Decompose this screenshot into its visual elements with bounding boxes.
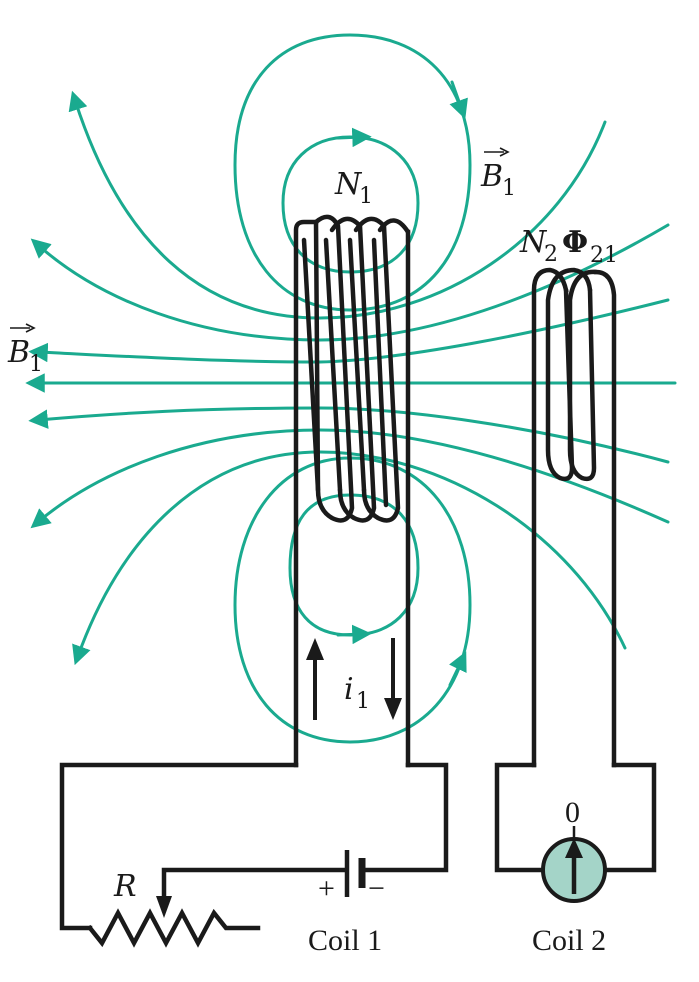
b1-left-symbol: B [7,335,30,370]
current-arrows [306,638,402,720]
coil-1-winding-back-2 [323,237,343,493]
b1-left-subscript: 1 [29,352,43,377]
i1-subscript: 1 [356,689,370,714]
phi-symbol: Φ [562,225,588,260]
coil-1 [293,214,411,768]
current-down-arrowhead [384,698,402,720]
current-up-arrowhead [306,638,324,660]
galvanometer-needle-head [565,838,583,858]
circuit-2-wire-right [603,762,657,873]
coil-1-caption: Coil 1 [308,924,382,957]
circuit-1-right-wire [361,762,449,873]
coil-2-circuit [494,762,657,903]
coil-2-winding-2 [567,269,599,482]
coil-1-winding-back-1 [301,237,321,493]
field-loop-top-outer [233,33,472,312]
labels: B 1 B 1 N 1 N 2 Φ 21 i 1 R + − 0 Coil 1 … [7,147,618,957]
resistor-zigzag [86,908,261,948]
coil-1-winding-back-4 [371,237,389,508]
coil-1-winding-1 [313,214,355,523]
circuit-1-left-wire [59,762,299,931]
circuit-1-wiper-wire [161,867,347,911]
resistor-label: R [113,869,137,904]
circuit-2-wire-left [494,762,546,873]
n2-subscript: 2 [544,242,558,267]
coil-1-winding-2 [329,216,377,523]
field-loop-bottom-inner-arrow [336,624,372,645]
battery-minus-sign: − [368,872,385,905]
coil-2-caption: Coil 2 [532,924,606,957]
coil-2-right-lead [593,269,617,768]
label-b1-vector-left: B 1 [7,323,43,377]
galvanometer-zero-label: 0 [565,796,580,829]
coil-1-winding-3 [353,216,401,523]
coil-2-winding-1 [545,267,593,482]
field-loop-top-outer-arrow [449,80,468,120]
coil-2 [531,267,617,768]
b1-right-symbol: B [480,159,503,194]
field-loop-bottom-outer [233,456,472,744]
coil-1-winding-back-3 [347,237,367,493]
phi-subscript: 21 [590,243,618,268]
coil-1-circuit [59,762,449,948]
field-loop-top-inner-arrow [336,127,372,148]
n1-subscript: 1 [359,184,373,209]
rheostat-wiper-arrow [156,896,172,918]
field-line-lower-3 [72,450,627,666]
magnetic-field-lines [25,33,677,744]
vector-arrow-head [499,147,510,157]
battery-plus-sign: + [318,872,335,905]
field-loop-bottom-outer-arrow [448,651,467,687]
coil-2-left-lead [531,267,569,768]
coil-1-left-lead [293,219,319,768]
n1-symbol: N [334,167,363,202]
coil-1-winding-4 [377,218,411,235]
i1-symbol: i [344,672,354,707]
vector-arrow-head [25,323,36,333]
b1-right-subscript: 1 [502,176,516,201]
field-line-upper-3 [68,90,607,320]
label-b1-vector-right: B 1 [480,147,516,201]
n2-symbol: N [519,225,548,260]
